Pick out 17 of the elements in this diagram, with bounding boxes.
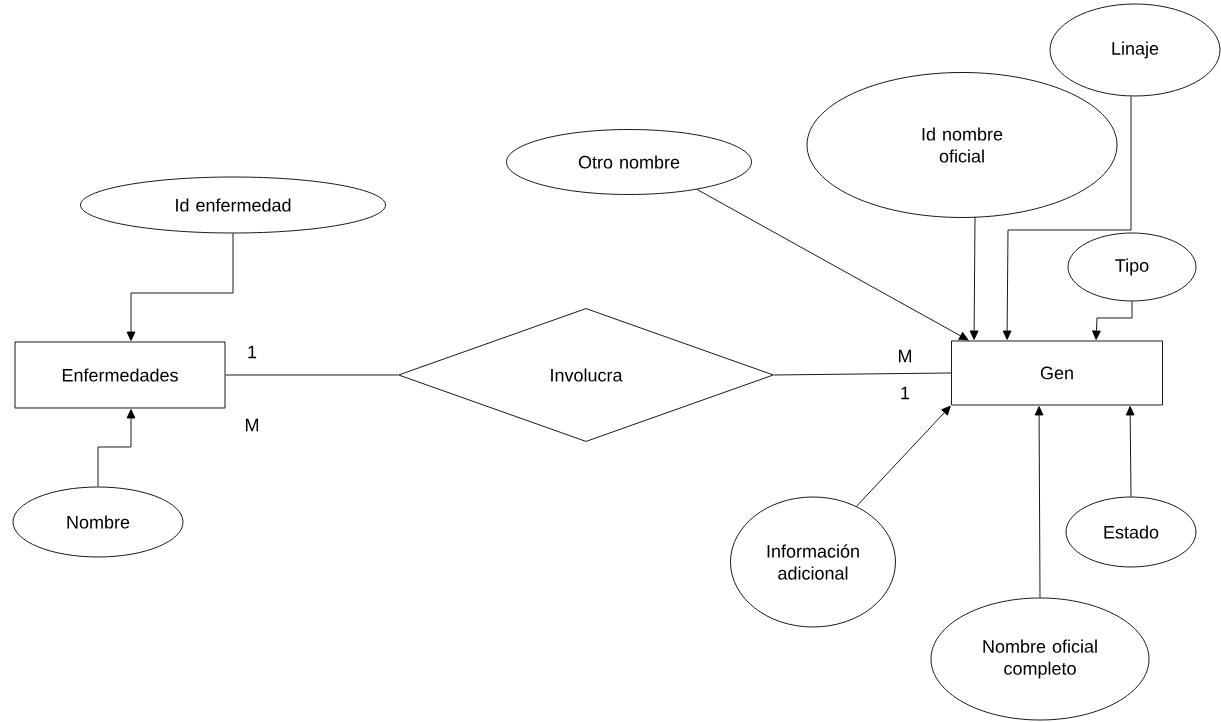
entity-box: Enfermedades (14, 341, 226, 409)
arrow (1002, 96, 1132, 340)
arrow (696, 189, 969, 341)
arrow (969, 216, 979, 340)
cardinality-label: 1 (901, 386, 910, 400)
connector-line (225, 374, 399, 376)
arrow (1125, 406, 1135, 497)
arrow (1034, 406, 1044, 598)
arrow (126, 233, 234, 341)
connector-line (773, 372, 952, 376)
cardinality-label: M (899, 349, 912, 363)
arrow (1092, 301, 1133, 340)
arrow (856, 405, 951, 507)
cardinality-label: 1 (248, 345, 257, 359)
arrow (97, 409, 136, 487)
cardinality-label: M (246, 418, 259, 432)
entity-box: Gen (951, 340, 1163, 406)
